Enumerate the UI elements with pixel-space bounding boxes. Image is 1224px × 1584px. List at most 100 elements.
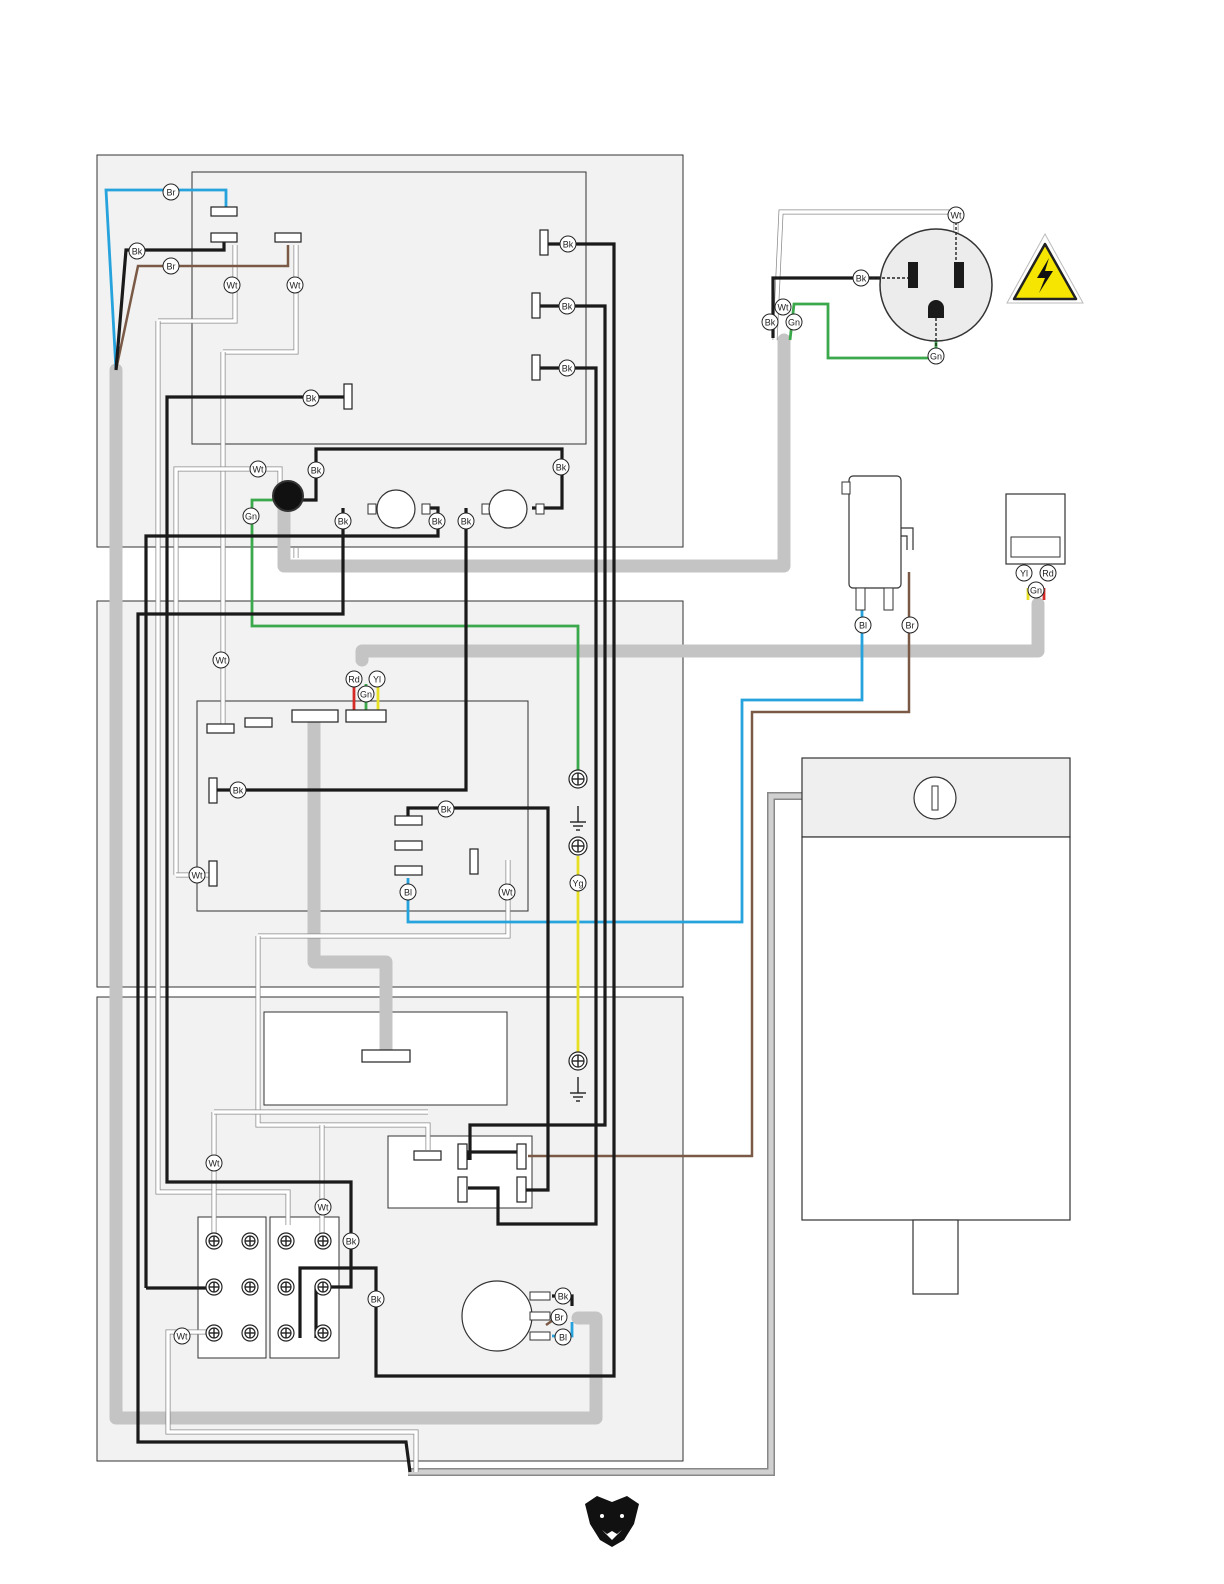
svg-text:Wt: Wt <box>951 211 962 221</box>
wire-tag-yl: Yl <box>1016 565 1032 581</box>
wall-receptacle <box>872 222 992 348</box>
wire-tag-bk: Bk <box>303 390 319 406</box>
flow-switch <box>842 476 913 610</box>
wire-tag-bk: Bk <box>335 513 351 529</box>
potentiometer <box>462 1281 550 1351</box>
svg-text:Bl: Bl <box>559 1333 567 1343</box>
svg-text:Bk: Bk <box>765 318 776 328</box>
wire-tag-bk: Bk <box>129 243 145 259</box>
upper-inner-box <box>192 172 586 444</box>
terminal-screw <box>278 1325 294 1341</box>
terminal-screw <box>206 1325 222 1341</box>
motor <box>802 758 1070 1294</box>
wire-tag-gn: Gn <box>1028 582 1044 598</box>
wire-tag-bk: Bk <box>368 1291 384 1307</box>
terminal-screw <box>242 1325 258 1341</box>
svg-text:Bk: Bk <box>311 466 322 476</box>
wire-tag-bk: Bk <box>230 782 246 798</box>
svg-text:Bk: Bk <box>306 394 317 404</box>
ground-screw <box>569 1052 587 1070</box>
wire-tag-bk: Bk <box>559 298 575 314</box>
wire-tag-yg: Yg <box>570 875 586 891</box>
rotary-switch <box>273 481 303 511</box>
wire-tag-br: Br <box>551 1309 567 1325</box>
terminal-screw <box>315 1325 331 1341</box>
wire-tag-bk: Bk <box>560 236 576 252</box>
svg-text:Br: Br <box>555 1313 564 1323</box>
svg-text:Bk: Bk <box>233 786 244 796</box>
wire-tag-bk: Bk <box>438 801 454 817</box>
bear-logo <box>585 1496 639 1547</box>
wire-tag-bk: Bk <box>559 360 575 376</box>
svg-text:Bk: Bk <box>432 517 443 527</box>
svg-text:Bl: Bl <box>404 888 412 898</box>
control-board <box>197 701 528 911</box>
svg-text:Gn: Gn <box>1030 586 1042 596</box>
wire-tag-br: Br <box>163 184 179 200</box>
svg-text:Wt: Wt <box>502 888 513 898</box>
svg-text:Bk: Bk <box>556 463 567 473</box>
terminal-screw <box>315 1279 331 1295</box>
wire-tag-bk: Bk <box>853 270 869 286</box>
svg-text:Yg: Yg <box>572 879 583 889</box>
svg-text:Br: Br <box>906 621 915 631</box>
svg-text:Gn: Gn <box>245 512 257 522</box>
svg-text:Wt: Wt <box>253 465 264 475</box>
svg-text:Wt: Wt <box>290 281 301 291</box>
svg-text:Gn: Gn <box>930 352 942 362</box>
electrical-hazard-icon <box>1007 234 1083 303</box>
svg-text:Gn: Gn <box>360 690 372 700</box>
wire-tag-wt: Wt <box>213 652 229 668</box>
svg-text:Bk: Bk <box>562 364 573 374</box>
svg-text:Wt: Wt <box>177 1332 188 1342</box>
wire-tag-br: Br <box>902 617 918 633</box>
wire-tag-bk: Bk <box>343 1233 359 1249</box>
svg-text:Yl: Yl <box>373 675 381 685</box>
svg-text:Bk: Bk <box>338 517 349 527</box>
svg-text:Bk: Bk <box>562 302 573 312</box>
svg-text:Br: Br <box>167 188 176 198</box>
svg-text:Bk: Bk <box>132 247 143 257</box>
wire-tag-gn: Gn <box>358 686 374 702</box>
svg-text:Wt: Wt <box>209 1159 220 1169</box>
wire-tag-wt: Wt <box>775 299 791 315</box>
wire-tag-wt: Wt <box>224 277 240 293</box>
svg-text:Bk: Bk <box>563 240 574 250</box>
wire-tag-bl: Bl <box>400 884 416 900</box>
svg-text:Bk: Bk <box>441 805 452 815</box>
svg-text:Wt: Wt <box>778 303 789 313</box>
wire-tag-br: Br <box>163 258 179 274</box>
wire-tag-bk: Bk <box>762 314 778 330</box>
wire-tag-wt: Wt <box>174 1328 190 1344</box>
svg-text:Bl: Bl <box>859 621 867 631</box>
wire-tag-wt: Wt <box>499 884 515 900</box>
terminal-screw <box>315 1233 331 1249</box>
sensor-module <box>1006 494 1065 564</box>
wire-tag-bk: Bk <box>308 462 324 478</box>
terminal-screw <box>242 1279 258 1295</box>
svg-text:Bk: Bk <box>558 1292 569 1302</box>
terminal-screw <box>278 1279 294 1295</box>
wire-tag-wt: Wt <box>206 1155 222 1171</box>
wire-tag-wt: Wt <box>189 867 205 883</box>
wire-tag-wt: Wt <box>948 207 964 223</box>
svg-text:Rd: Rd <box>348 675 360 685</box>
svg-text:Bk: Bk <box>461 517 472 527</box>
wire-tag-bk: Bk <box>458 513 474 529</box>
ground-screw <box>569 770 587 788</box>
svg-text:Bk: Bk <box>371 1295 382 1305</box>
wire-tag-wt: Wt <box>250 461 266 477</box>
svg-text:Gn: Gn <box>788 318 800 328</box>
wire-tag-yl: Yl <box>369 671 385 687</box>
svg-text:Wt: Wt <box>318 1203 329 1213</box>
svg-text:Yl: Yl <box>1020 569 1028 579</box>
wire-tag-bk: Bk <box>555 1288 571 1304</box>
wire-tag-bk: Bk <box>429 513 445 529</box>
wire-tag-wt: Wt <box>315 1199 331 1215</box>
wire-tag-bl: Bl <box>855 617 871 633</box>
wire-tag-gn: Gn <box>243 508 259 524</box>
ground-screw <box>569 837 587 855</box>
terminal-screw <box>206 1279 222 1295</box>
terminal-screw <box>206 1233 222 1249</box>
wire-tag-wt: Wt <box>287 277 303 293</box>
